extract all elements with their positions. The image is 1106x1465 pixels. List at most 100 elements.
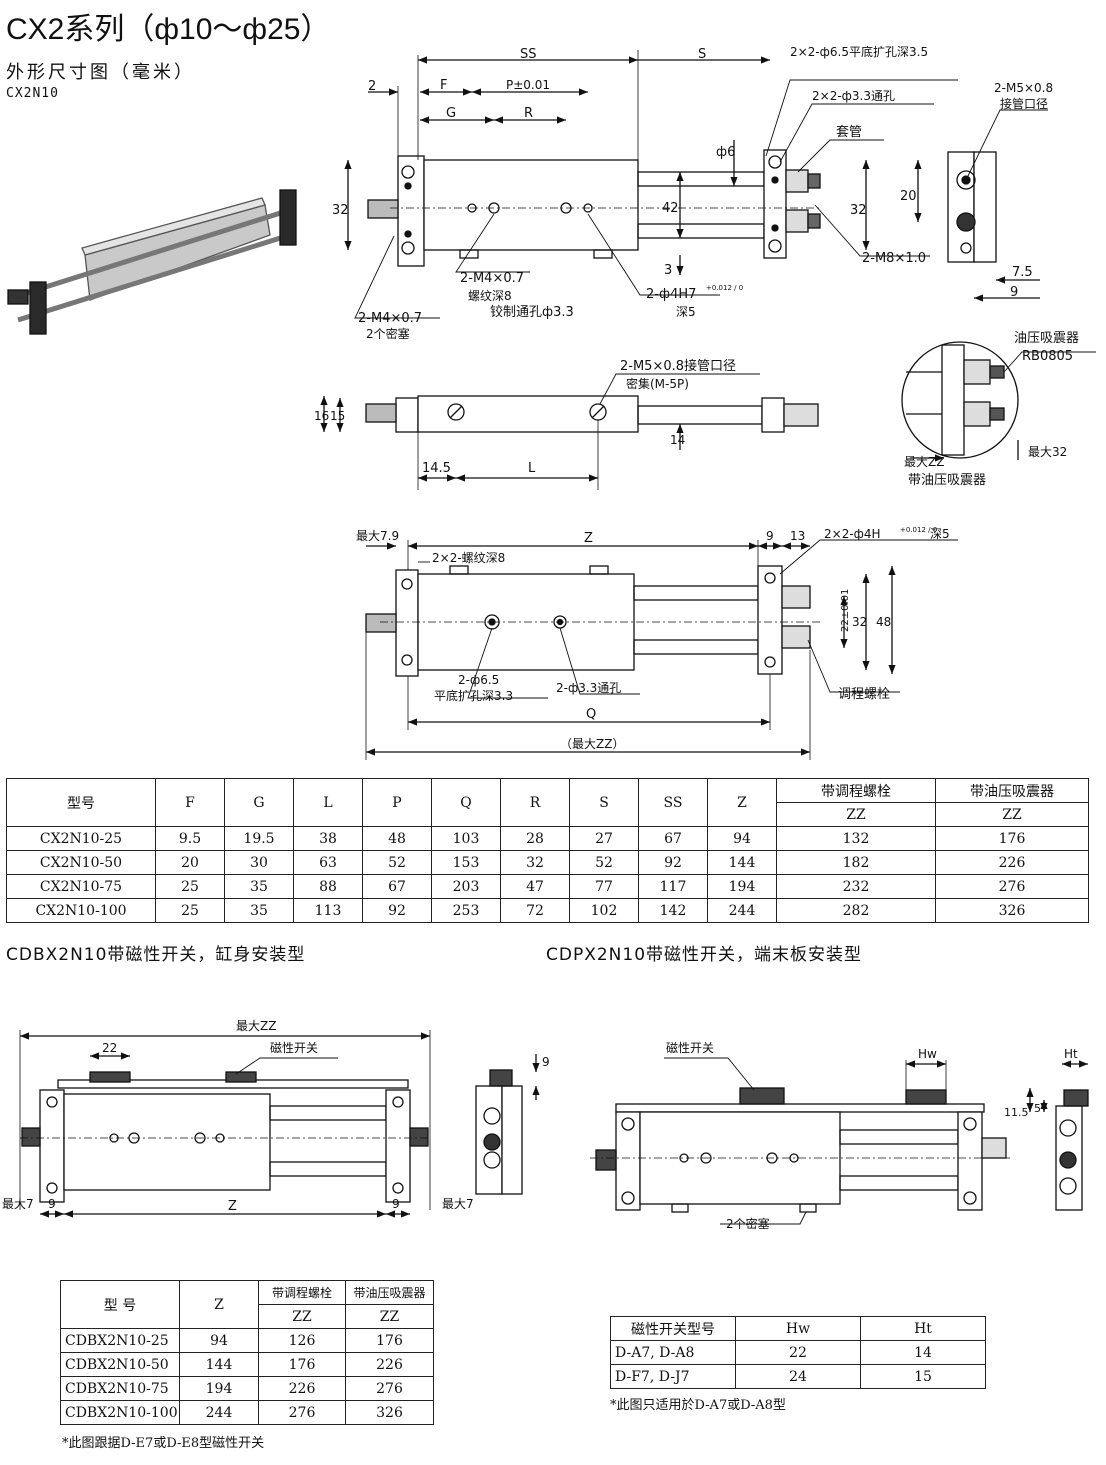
dim-hw: Hw: [918, 1047, 937, 1061]
cell: 244: [707, 898, 777, 923]
cell: 103: [431, 826, 501, 851]
dim-phi6: ф6: [716, 145, 735, 160]
cell: CDBX2N10-50: [60, 1352, 180, 1377]
dim-ss: SS: [520, 47, 537, 62]
dim-48: 48: [876, 615, 891, 629]
cell: 176: [258, 1352, 346, 1377]
th-model-2: 型 号: [60, 1280, 180, 1329]
dim-22-tol: 22±0.01: [840, 589, 851, 632]
cell: 132: [776, 826, 936, 851]
cell: CX2N10-100: [6, 898, 156, 923]
cell: 38: [293, 826, 363, 851]
cell: 52: [362, 850, 432, 875]
section-title-cdpx: CDPX2N10带磁性开关，端末板安装型: [546, 945, 863, 965]
label-m5-port: 接管口径: [1000, 96, 1048, 111]
label-max-zz: 最大ZZ: [904, 455, 944, 469]
label-m4a: 2-M4×0.7: [460, 271, 524, 286]
th-zz-b: ZZ: [935, 802, 1089, 827]
th-z-2: Z: [179, 1280, 259, 1329]
label-plugs-br: 2个密塞: [726, 1216, 770, 1231]
adjust-bolt-view-drawing: [365, 539, 958, 760]
dim-max-7-9: 最大7.9: [356, 529, 399, 543]
cell: 52: [569, 850, 639, 875]
cell: CDBX2N10-25: [60, 1328, 180, 1353]
cell: 276: [935, 874, 1089, 899]
cell: 113: [293, 898, 363, 923]
dim-9-bl-right: 9: [392, 1197, 400, 1211]
dim-max-zz-bl: 最大ZZ: [236, 1019, 276, 1033]
dim-15: 15: [330, 409, 345, 423]
product-photo: [7, 189, 297, 335]
cell: 94: [179, 1328, 259, 1353]
dim-20: 20: [900, 189, 917, 204]
dim-13: 13: [790, 529, 805, 543]
cell: D-F7, D-J7: [610, 1364, 736, 1389]
cell: 19.5: [224, 826, 294, 851]
cell: 126: [258, 1328, 346, 1353]
th-absorber: 带油压吸震器: [935, 778, 1089, 803]
dim-9: 9: [1010, 285, 1018, 300]
dim-max-7-bl-left: 最大7: [2, 1197, 34, 1211]
cell: 92: [362, 898, 432, 923]
dim-l: L: [528, 461, 536, 476]
label-h7: 2-ф4H7: [646, 287, 696, 302]
cell: 226: [258, 1376, 346, 1401]
label-h7-mid: 2×2-ф4H: [824, 527, 881, 541]
shock-absorber-detail: [901, 341, 1096, 462]
cdpx2n10-drawing: [590, 1057, 1089, 1225]
dim-32a: 32: [332, 203, 349, 218]
cell: 67: [638, 826, 708, 851]
cell: CX2N10-25: [6, 826, 156, 851]
label-m5: 2-M5×0.8: [994, 81, 1053, 95]
dim-q: Q: [586, 707, 596, 722]
label-absorber: 油压吸震器: [1014, 331, 1079, 346]
cell: 276: [345, 1376, 434, 1401]
th-absorber-2: 带油压吸震器: [345, 1280, 434, 1305]
label-h7-mid-depth: 深5: [930, 527, 950, 541]
dim-3: 3: [664, 263, 672, 278]
label-port: 2-M5×0.8接管口径: [620, 358, 736, 374]
cell: 67: [362, 874, 432, 899]
label-th-3-3: 2×2-ф3.3通孔: [812, 89, 895, 103]
dim-z: Z: [584, 531, 593, 546]
dim-r: R: [524, 106, 533, 121]
dim-9-mid: 9: [766, 529, 774, 543]
cell: 92: [638, 850, 708, 875]
label-switch-bl: 磁性开关: [270, 1040, 318, 1055]
page-title: CX2系列（ф10～ф25）: [6, 13, 331, 46]
label-m4a-depth: 螺纹深8: [468, 289, 512, 303]
cell: CX2N10-75: [6, 874, 156, 899]
cell: 226: [935, 850, 1089, 875]
cell: 22: [735, 1340, 861, 1365]
cell: 15: [860, 1364, 986, 1389]
dim-2: 2: [368, 79, 376, 94]
cdbx2n10-drawing: [19, 1030, 540, 1218]
cell: 176: [935, 826, 1089, 851]
cell: CDBX2N10-100: [60, 1400, 180, 1425]
label-thread8: 2×2-螺纹深8: [432, 551, 505, 565]
dim-max-7-bl-right: 最大7: [442, 1197, 474, 1211]
label-h7-tol: +0.012 / 0: [706, 284, 743, 292]
dim-z-bl: Z: [228, 1199, 237, 1214]
th-adjust-bolt: 带调程螺栓: [776, 778, 936, 803]
cell: 30: [224, 850, 294, 875]
th-g: G: [224, 778, 294, 827]
th-ss: SS: [638, 778, 708, 827]
cell: 9.5: [155, 826, 225, 851]
th-q: Q: [431, 778, 501, 827]
dim-22-bl: 22: [102, 1041, 117, 1055]
cell: 94: [707, 826, 777, 851]
th-p: P: [362, 778, 432, 827]
th-ht: Ht: [860, 1316, 986, 1341]
dim-9-bl-side: 9: [542, 1055, 550, 1069]
cell: 77: [569, 874, 639, 899]
label-with-absorber: 带油压吸震器: [908, 473, 986, 488]
cell: 72: [500, 898, 570, 923]
cell: D-A7, D-A8: [610, 1340, 736, 1365]
